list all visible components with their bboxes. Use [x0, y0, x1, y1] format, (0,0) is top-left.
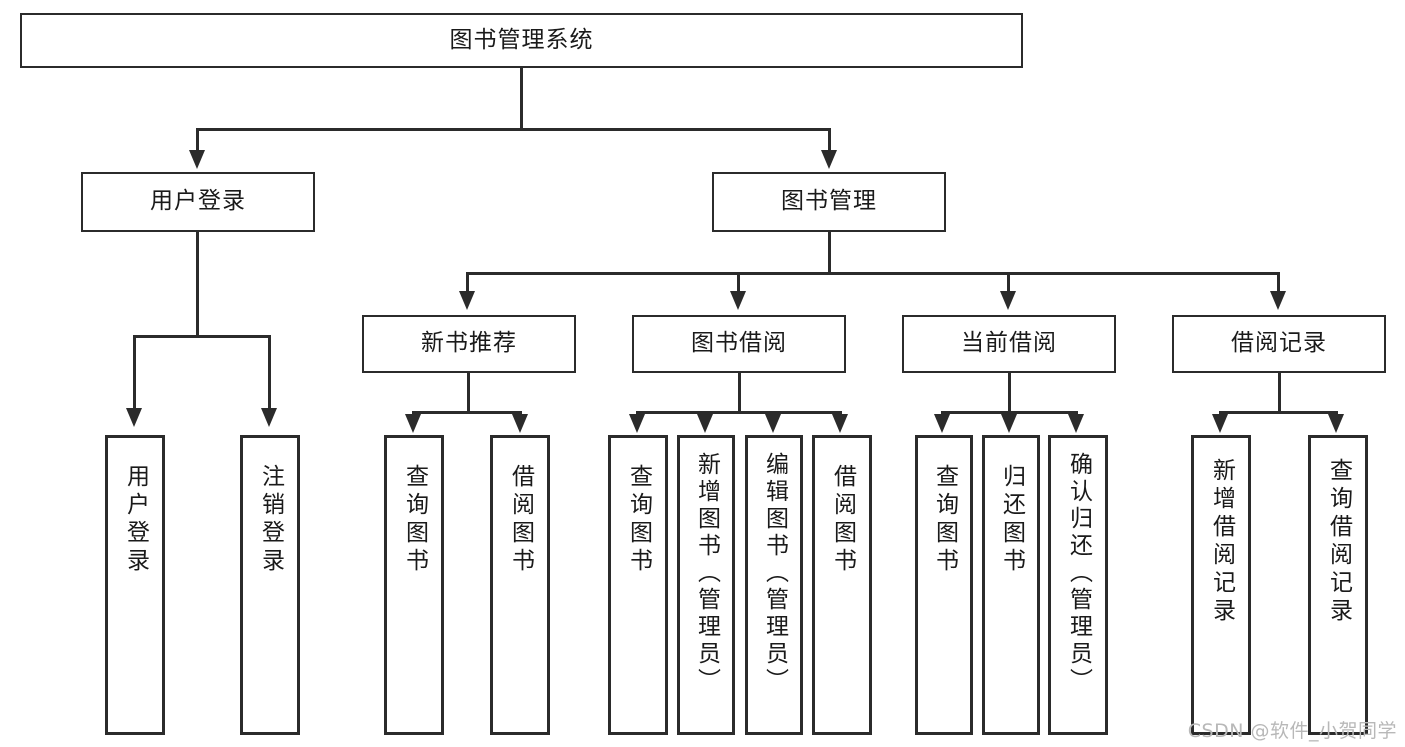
arrowhead-book-borrow — [730, 291, 746, 310]
arrowhead-to-user-login — [189, 150, 205, 169]
connector-record-bus — [1219, 411, 1338, 414]
node-borrow-record[interactable]: 借阅记录 — [1172, 315, 1386, 373]
leaf-borrow-query-book[interactable]: 查询图书 — [608, 435, 668, 735]
leaf-label: 用户登录 — [122, 464, 149, 576]
leaf-label: 借阅图书 — [829, 464, 856, 576]
arrowhead-user-login-leaf-1 — [126, 408, 142, 427]
connector-root-bus — [196, 128, 831, 131]
connector-root-to-book-manage — [828, 128, 831, 154]
connector-root-stem — [520, 68, 523, 130]
node-label: 图书管理系统 — [449, 26, 594, 53]
arrowhead-borrow-leaf-3 — [765, 414, 781, 433]
node-book-management[interactable]: 图书管理 — [712, 172, 946, 232]
leaf-current-return-book[interactable]: 归还图书 — [982, 435, 1040, 735]
node-new-book-recommend[interactable]: 新书推荐 — [362, 315, 576, 373]
leaf-label: 新增借阅记录 — [1208, 458, 1235, 626]
leaf-label: 查询借阅记录 — [1325, 458, 1352, 626]
connector-book-manage-stem — [828, 232, 831, 274]
connector-borrow-bus — [636, 411, 841, 414]
leaf-label: 查询图书 — [625, 464, 652, 576]
leaf-borrow-edit-book-admin[interactable]: 编辑图书（管理员） — [745, 435, 803, 735]
connector-recommend-stem — [467, 373, 470, 413]
connector-current-stem — [1008, 373, 1011, 413]
arrowhead-record-leaf-1 — [1212, 414, 1228, 433]
arrowhead-record-leaf-2 — [1328, 414, 1344, 433]
leaf-label: 查询图书 — [931, 464, 958, 576]
leaf-recommend-query-book[interactable]: 查询图书 — [384, 435, 444, 735]
connector-user-login-bus — [133, 335, 270, 338]
connector-user-login-stem — [196, 232, 199, 337]
leaf-label: 归还图书 — [998, 464, 1025, 576]
connector-to-current-borrow — [1007, 272, 1010, 294]
leaf-record-add-borrow-record[interactable]: 新增借阅记录 — [1191, 435, 1251, 735]
connector-root-to-user-login — [196, 128, 199, 154]
node-label: 图书管理 — [781, 188, 877, 215]
node-root-book-management-system[interactable]: 图书管理系统 — [20, 13, 1023, 68]
connector-book-manage-bus — [466, 272, 1280, 275]
arrowhead-user-login-leaf-2 — [261, 408, 277, 427]
node-label: 图书借阅 — [691, 330, 787, 357]
leaf-record-query-borrow-record[interactable]: 查询借阅记录 — [1308, 435, 1368, 735]
leaf-current-confirm-return-admin[interactable]: 确认归还（管理员） — [1048, 435, 1108, 735]
connector-to-borrow-record — [1277, 272, 1280, 294]
arrowhead-borrow-leaf-1 — [629, 414, 645, 433]
leaf-recommend-borrow-book[interactable]: 借阅图书 — [490, 435, 550, 735]
node-label: 用户登录 — [150, 188, 246, 215]
arrowhead-current-leaf-1 — [934, 414, 950, 433]
node-user-login[interactable]: 用户登录 — [81, 172, 315, 232]
arrowhead-current-leaf-2 — [1001, 414, 1017, 433]
leaf-label: 新增图书（管理员） — [693, 452, 720, 695]
arrowhead-current-leaf-3 — [1068, 414, 1084, 433]
connector-user-login-to-leaf-1 — [133, 335, 136, 411]
leaf-user-login[interactable]: 用户登录 — [105, 435, 165, 735]
leaf-logout[interactable]: 注销登录 — [240, 435, 300, 735]
arrowhead-borrow-leaf-4 — [832, 414, 848, 433]
arrowhead-new-book-recommend — [459, 291, 475, 310]
node-current-borrow[interactable]: 当前借阅 — [902, 315, 1116, 373]
arrowhead-current-borrow — [1000, 291, 1016, 310]
leaf-borrow-add-book-admin[interactable]: 新增图书（管理员） — [677, 435, 735, 735]
arrowhead-recommend-leaf-1 — [405, 414, 421, 433]
node-book-borrow[interactable]: 图书借阅 — [632, 315, 846, 373]
leaf-borrow-borrow-book[interactable]: 借阅图书 — [812, 435, 872, 735]
node-label: 新书推荐 — [421, 330, 517, 357]
connector-recommend-bus — [412, 411, 522, 414]
leaf-label: 查询图书 — [401, 464, 428, 576]
connector-to-book-borrow — [737, 272, 740, 294]
arrowhead-borrow-leaf-2 — [697, 414, 713, 433]
csdn-watermark: CSDN @软件_小贺同学 — [1187, 720, 1397, 742]
arrowhead-to-book-manage — [821, 150, 837, 169]
connector-user-login-to-leaf-2 — [268, 335, 271, 411]
node-label: 当前借阅 — [961, 330, 1057, 357]
leaf-label: 注销登录 — [257, 464, 284, 576]
connector-borrow-stem — [738, 373, 741, 413]
node-label: 借阅记录 — [1231, 330, 1327, 357]
leaf-label: 借阅图书 — [507, 464, 534, 576]
connector-to-new-book-recommend — [466, 272, 469, 294]
connector-record-stem — [1278, 373, 1281, 413]
leaf-label: 确认归还（管理员） — [1065, 452, 1092, 695]
leaf-current-query-book[interactable]: 查询图书 — [915, 435, 973, 735]
leaf-label: 编辑图书（管理员） — [761, 452, 788, 695]
arrowhead-recommend-leaf-2 — [512, 414, 528, 433]
arrowhead-borrow-record — [1270, 291, 1286, 310]
